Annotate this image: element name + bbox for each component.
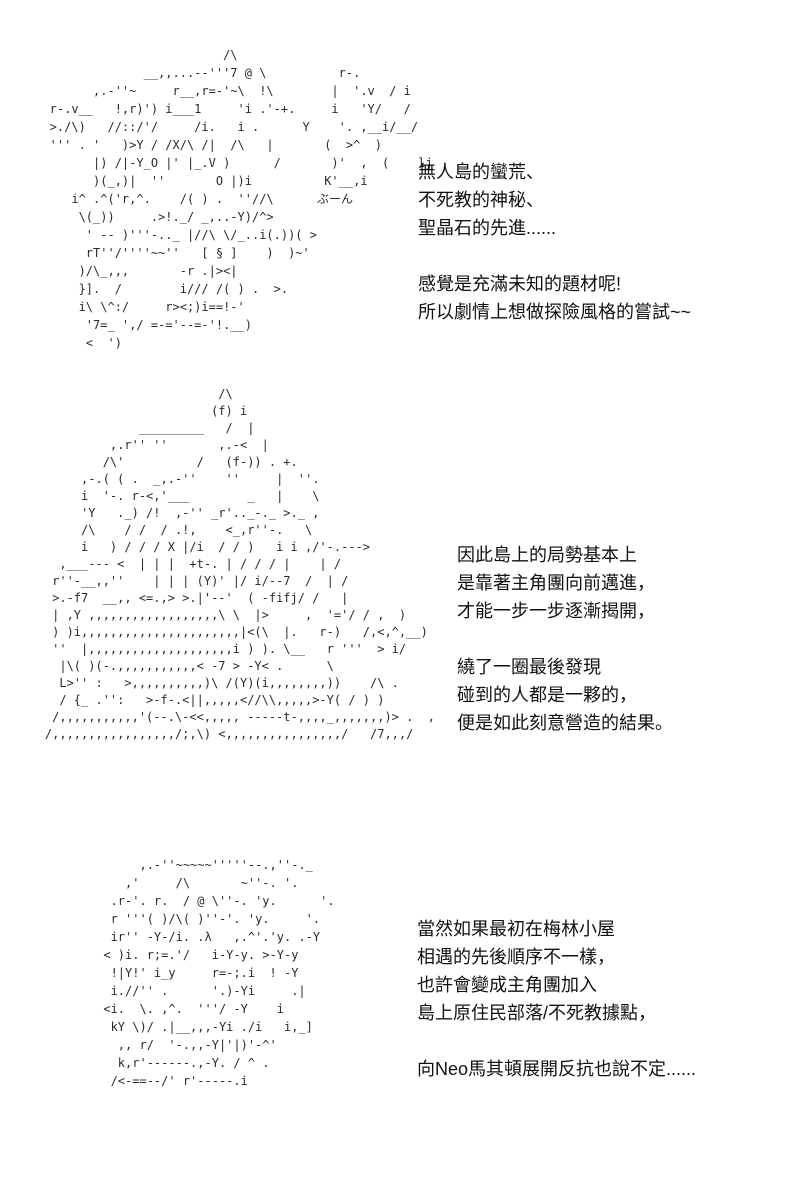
ascii-art-figure-santa-hat-flying: /\ __,,...--'''7 @ \ r-. ,.-''~ r__,r=-'… [49, 48, 433, 350]
text-block-theme-intro: 無人島的蠻荒、 不死教的神秘、 聖晶石的先進...... 感覺是充滿未知的題材呢… [418, 162, 692, 322]
ascii-art-figure-hood-character: ,.-''~~~~~'''''--.,''-._ ,' /\ ~''-. '. … [103, 858, 335, 1088]
ascii-art-figure-flag-scene: /\ (f) i _________ / | ,.r'' '' ,.-< | /… [44, 387, 436, 741]
text-block-plot-explanation: 因此島上的局勢基本上 是靠著主角團向前邁進， 才能一步一步逐漸揭開， 繞了一圈最… [457, 545, 673, 733]
text-block-alternative-ending: 當然如果最初在梅林小屋 相遇的先後順序不一樣， 也許會變成主角團加入 島上原住民… [417, 919, 697, 1079]
